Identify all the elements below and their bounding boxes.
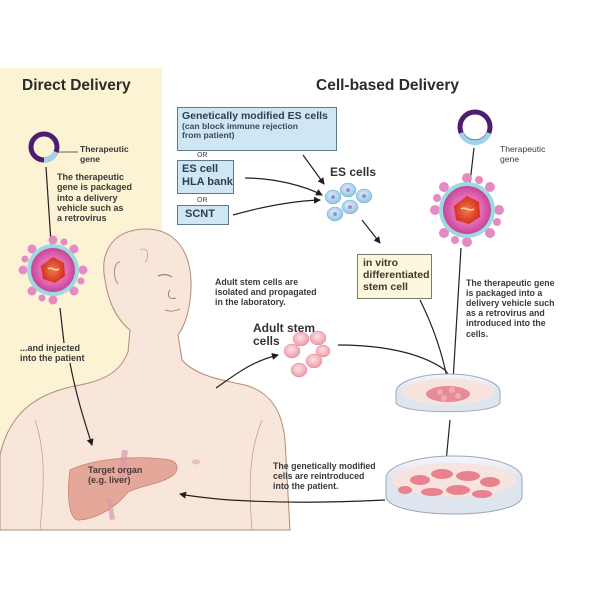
plasmid-icon-left xyxy=(28,131,78,259)
petri-dish-1 xyxy=(395,373,501,413)
direct-delivery-title: Direct Delivery xyxy=(22,77,131,94)
es-cells-label: ES cells xyxy=(330,165,377,179)
in-vitro-stem-cell-box: in vitro differentiated stem cell xyxy=(357,254,432,299)
or-label-1: OR xyxy=(197,152,208,159)
source-box-scnt: SCNT xyxy=(177,205,229,225)
or-label-2: OR xyxy=(197,197,208,204)
es-cells-cluster xyxy=(324,182,373,222)
cell-based-delivery-title: Cell-based Delivery xyxy=(316,77,460,94)
reintroduce-text: The genetically modified cells are reint… xyxy=(273,461,376,492)
retrovirus-icon-right xyxy=(430,173,504,247)
liver-organ xyxy=(68,457,178,521)
patient-body xyxy=(0,228,291,531)
source-box-gm-subtitle: (can block immune rejection from patient… xyxy=(182,121,299,141)
petri-dish-2 xyxy=(385,455,523,515)
plasmid-icon-right xyxy=(457,109,493,146)
adult-isolated-text: Adult stem cells are isolated and propag… xyxy=(215,277,317,308)
retrovirus-icon-left xyxy=(18,235,88,305)
source-box-gm-es-cells: Genetically modified ES cells (can block… xyxy=(177,107,337,151)
direct-injection-text: ...and injected into the patient xyxy=(20,343,85,364)
source-box-gm-title: Genetically modified ES cells xyxy=(182,110,328,122)
direct-packaging-text: The therapeutic gene is packaged into a … xyxy=(57,172,133,224)
gene-label-left: Therapeutic gene xyxy=(80,144,129,164)
source-box-hla-bank: ES cell HLA bank xyxy=(177,160,234,194)
gene-label-right: Therapeutic gene xyxy=(500,144,546,164)
cell-packaging-text: The therapeutic gene is packaged into a … xyxy=(466,278,555,339)
adult-stem-cells-label: Adult stem cells xyxy=(253,321,316,348)
target-organ-label: Target organ (e.g. liver) xyxy=(88,465,143,486)
adult-stem-cells-cluster xyxy=(283,330,331,378)
